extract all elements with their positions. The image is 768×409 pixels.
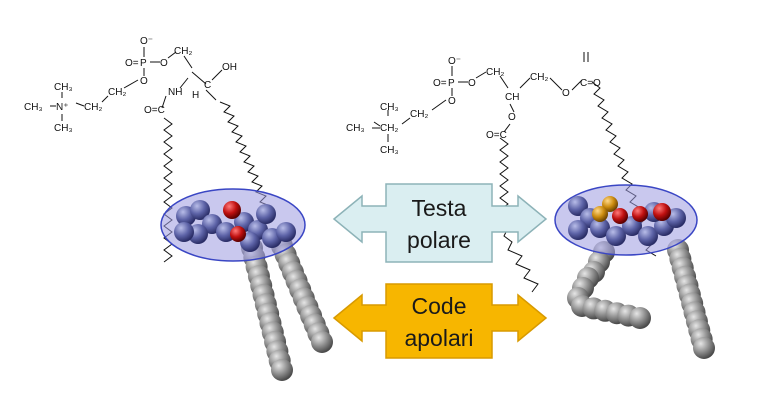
svg-text:CH₂: CH₂ — [174, 46, 192, 57]
left-polar-head-atoms — [174, 200, 296, 252]
svg-text:OH: OH — [222, 62, 237, 73]
svg-text:CH: CH — [505, 92, 519, 103]
svg-text:CH₂: CH₂ — [380, 123, 398, 134]
oxygen-atom — [632, 206, 648, 222]
svg-text:O: O — [508, 112, 516, 123]
svg-text:O=: O= — [433, 78, 447, 89]
oxygen-atom — [612, 208, 628, 224]
tail-atom — [311, 331, 333, 353]
right-polar-head-atoms — [568, 196, 686, 246]
tail-atom — [693, 337, 715, 359]
svg-text:O=C: O=C — [486, 130, 507, 141]
oxygen-atom — [230, 226, 246, 242]
svg-text:P: P — [140, 58, 147, 69]
svg-text:O=C: O=C — [144, 105, 165, 116]
apolar-tails-arrow: Code apolari — [332, 283, 548, 359]
phosphorus-atom — [592, 206, 608, 222]
oxygen-atom — [653, 203, 671, 221]
polar-head-label-line2: polare — [407, 227, 471, 253]
head-atom — [276, 222, 296, 242]
tail-atom — [629, 307, 651, 329]
svg-text:CH₂: CH₂ — [410, 109, 428, 120]
svg-text:H: H — [192, 90, 199, 101]
svg-text:O: O — [468, 78, 476, 89]
svg-text:CH₃: CH₃ — [54, 123, 73, 134]
svg-text:O: O — [448, 96, 456, 107]
head-atom — [174, 222, 194, 242]
svg-text:O: O — [160, 58, 168, 69]
svg-text:CH₂: CH₂ — [84, 102, 102, 113]
svg-text:O⁻: O⁻ — [448, 56, 461, 67]
svg-text:CH₃: CH₃ — [54, 82, 73, 93]
sphingomyelin-formula: O⁻ P O= O O CH₂ CH₂ CH₂ N⁺ CH₃ CH₃ CH₃ N… — [24, 36, 271, 263]
apolar-tails-label-line2: apolari — [404, 325, 473, 351]
svg-text:O: O — [140, 76, 148, 87]
head-atom — [666, 208, 686, 228]
head-atom — [568, 220, 588, 240]
head-atom — [190, 200, 210, 220]
svg-text:CH₃: CH₃ — [24, 102, 43, 113]
polar-head-arrow: Testa polare — [332, 183, 548, 263]
phosphatidylcholine-formula: O⁻ P O= O O CH₂ CH₂ CH₂ CH₂ CH N⁺ CH₃ CH… — [346, 52, 657, 293]
svg-text:O: O — [562, 88, 570, 99]
svg-text:O⁻: O⁻ — [140, 36, 153, 47]
phosphorus-atom — [602, 196, 618, 212]
svg-text:C=O: C=O — [580, 78, 601, 89]
svg-text:CH₂: CH₂ — [530, 72, 548, 83]
svg-text:C: C — [204, 80, 211, 91]
head-atom — [590, 218, 610, 238]
svg-text:P: P — [448, 78, 455, 89]
head-atom — [256, 204, 276, 224]
svg-text:CH₃: CH₃ — [346, 123, 365, 134]
apolar-tails-label-line1: Code — [412, 293, 467, 319]
tail-atom — [271, 359, 293, 381]
svg-text:CH₃: CH₃ — [380, 102, 399, 113]
right-apolar-tails-model — [567, 239, 715, 359]
svg-text:NH: NH — [168, 87, 182, 98]
svg-text:CH₃: CH₃ — [380, 145, 399, 156]
head-atom — [638, 226, 658, 246]
svg-text:CH₂: CH₂ — [108, 87, 126, 98]
oxygen-atom — [223, 201, 241, 219]
polar-head-label-line1: Testa — [412, 195, 467, 221]
svg-text:CH₂: CH₂ — [486, 67, 504, 78]
head-atom — [606, 226, 626, 246]
svg-text:O=: O= — [125, 58, 139, 69]
svg-text:N⁺: N⁺ — [56, 102, 69, 113]
